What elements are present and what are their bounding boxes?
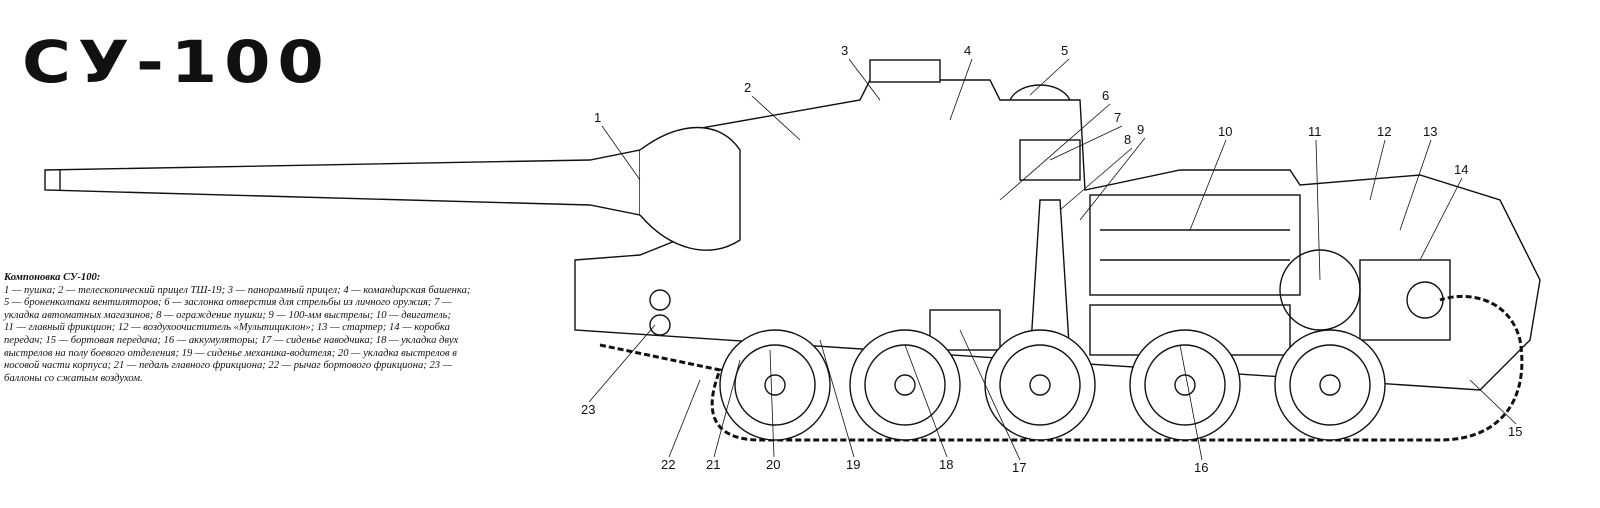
road-wheel bbox=[1029, 374, 1051, 396]
road-wheel bbox=[734, 344, 816, 426]
callout-number: 18 bbox=[939, 457, 953, 472]
legend-caption: Компоновка СУ-100: 1 — пушка; 2 — телеск… bbox=[4, 272, 574, 385]
callout-number: 19 bbox=[846, 457, 860, 472]
leader-line bbox=[1399, 139, 1432, 231]
road-wheel bbox=[1144, 344, 1226, 426]
gunner-seat bbox=[929, 309, 1001, 351]
road-wheel bbox=[984, 329, 1096, 441]
road-wheel bbox=[849, 329, 961, 441]
legend-line: баллоны со сжатым воздухом. bbox=[4, 372, 143, 384]
road-wheel bbox=[764, 374, 786, 396]
leader-line bbox=[668, 379, 701, 458]
legend-line: 1 — пушка; 2 — телескопический прицел ТШ… bbox=[4, 284, 471, 296]
leader-line bbox=[1189, 139, 1227, 231]
leader-line bbox=[1079, 137, 1146, 221]
callout-number: 1 bbox=[594, 110, 601, 125]
leader-line bbox=[1315, 139, 1321, 281]
leader-line bbox=[588, 324, 656, 403]
leader-line bbox=[1059, 147, 1133, 211]
legend-line: носовой части корпуса; 21 — педаль главн… bbox=[4, 360, 453, 372]
callout-number: 13 bbox=[1423, 124, 1437, 139]
leader-line bbox=[949, 58, 973, 121]
leader-line bbox=[999, 103, 1111, 201]
road-wheel bbox=[1274, 329, 1386, 441]
leader-line bbox=[1369, 139, 1386, 201]
legend-line: выстрелов на полу боевого отделения; 19 … bbox=[4, 347, 457, 359]
legend-line: укладка автоматных магазинов; 8 — огражд… bbox=[4, 309, 451, 321]
gearbox bbox=[1359, 259, 1451, 341]
road-wheels bbox=[719, 329, 1386, 441]
callout-number: 2 bbox=[744, 80, 751, 95]
callout-number: 11 bbox=[1308, 124, 1322, 139]
road-wheel bbox=[1129, 329, 1241, 441]
callout-number: 20 bbox=[766, 457, 780, 472]
callout-number: 3 bbox=[841, 43, 848, 58]
leader-line bbox=[1029, 58, 1070, 96]
leader-line bbox=[1419, 177, 1463, 261]
callout-number: 16 bbox=[1194, 460, 1208, 475]
callout-number: 9 bbox=[1137, 122, 1144, 137]
air-bottle bbox=[649, 289, 671, 311]
legend-line: 5 — броненколпаки вентиляторов; 6 — засл… bbox=[4, 297, 452, 309]
leader-line bbox=[713, 359, 741, 458]
callout-number: 8 bbox=[1124, 132, 1131, 147]
track bbox=[599, 294, 1524, 442]
callout-number: 21 bbox=[706, 457, 720, 472]
legend-heading: Компоновка СУ-100: bbox=[4, 272, 101, 283]
leader-line bbox=[769, 349, 775, 458]
magazine-stowage bbox=[1019, 139, 1081, 181]
road-wheel bbox=[719, 329, 831, 441]
callout-number: 22 bbox=[661, 457, 675, 472]
leader-line bbox=[904, 344, 948, 458]
leader-line bbox=[848, 58, 881, 101]
callout-number: 7 bbox=[1114, 110, 1121, 125]
leader-line bbox=[1049, 125, 1123, 161]
diagram-title: СУ-100 bbox=[22, 28, 331, 96]
mantlet bbox=[639, 126, 741, 251]
leader-line bbox=[1469, 379, 1517, 425]
leader-line bbox=[1179, 344, 1203, 461]
leader-line bbox=[959, 329, 1021, 461]
engine bbox=[1089, 194, 1301, 296]
callout-number: 15 bbox=[1508, 424, 1522, 439]
callout-number: 17 bbox=[1012, 460, 1026, 475]
road-wheel bbox=[999, 344, 1081, 426]
leader-line bbox=[819, 339, 855, 458]
fan-covers bbox=[1009, 84, 1071, 101]
gun-barrel bbox=[44, 149, 641, 216]
road-wheel bbox=[1289, 344, 1371, 426]
callout-number: 10 bbox=[1218, 124, 1232, 139]
hull bbox=[574, 79, 1541, 391]
road-wheel bbox=[1319, 374, 1341, 396]
legend-line: передач; 15 — бортовая передача; 16 — ак… bbox=[4, 334, 459, 346]
callout-number: 6 bbox=[1102, 88, 1109, 103]
road-wheel bbox=[1174, 374, 1196, 396]
commander-cupola bbox=[869, 59, 941, 83]
callout-number: 23 bbox=[581, 402, 595, 417]
callout-number: 5 bbox=[1061, 43, 1068, 58]
road-wheel bbox=[894, 374, 916, 396]
leader-line bbox=[751, 95, 801, 141]
legend-line: 11 — главный фрикцион; 12 — воздухоочист… bbox=[4, 322, 450, 334]
leader-line bbox=[601, 125, 641, 181]
callout-number: 4 bbox=[964, 43, 971, 58]
callout-number: 14 bbox=[1454, 162, 1468, 177]
callout-number: 12 bbox=[1377, 124, 1391, 139]
engine-detail bbox=[1100, 229, 1290, 261]
air-bottle bbox=[649, 314, 671, 336]
